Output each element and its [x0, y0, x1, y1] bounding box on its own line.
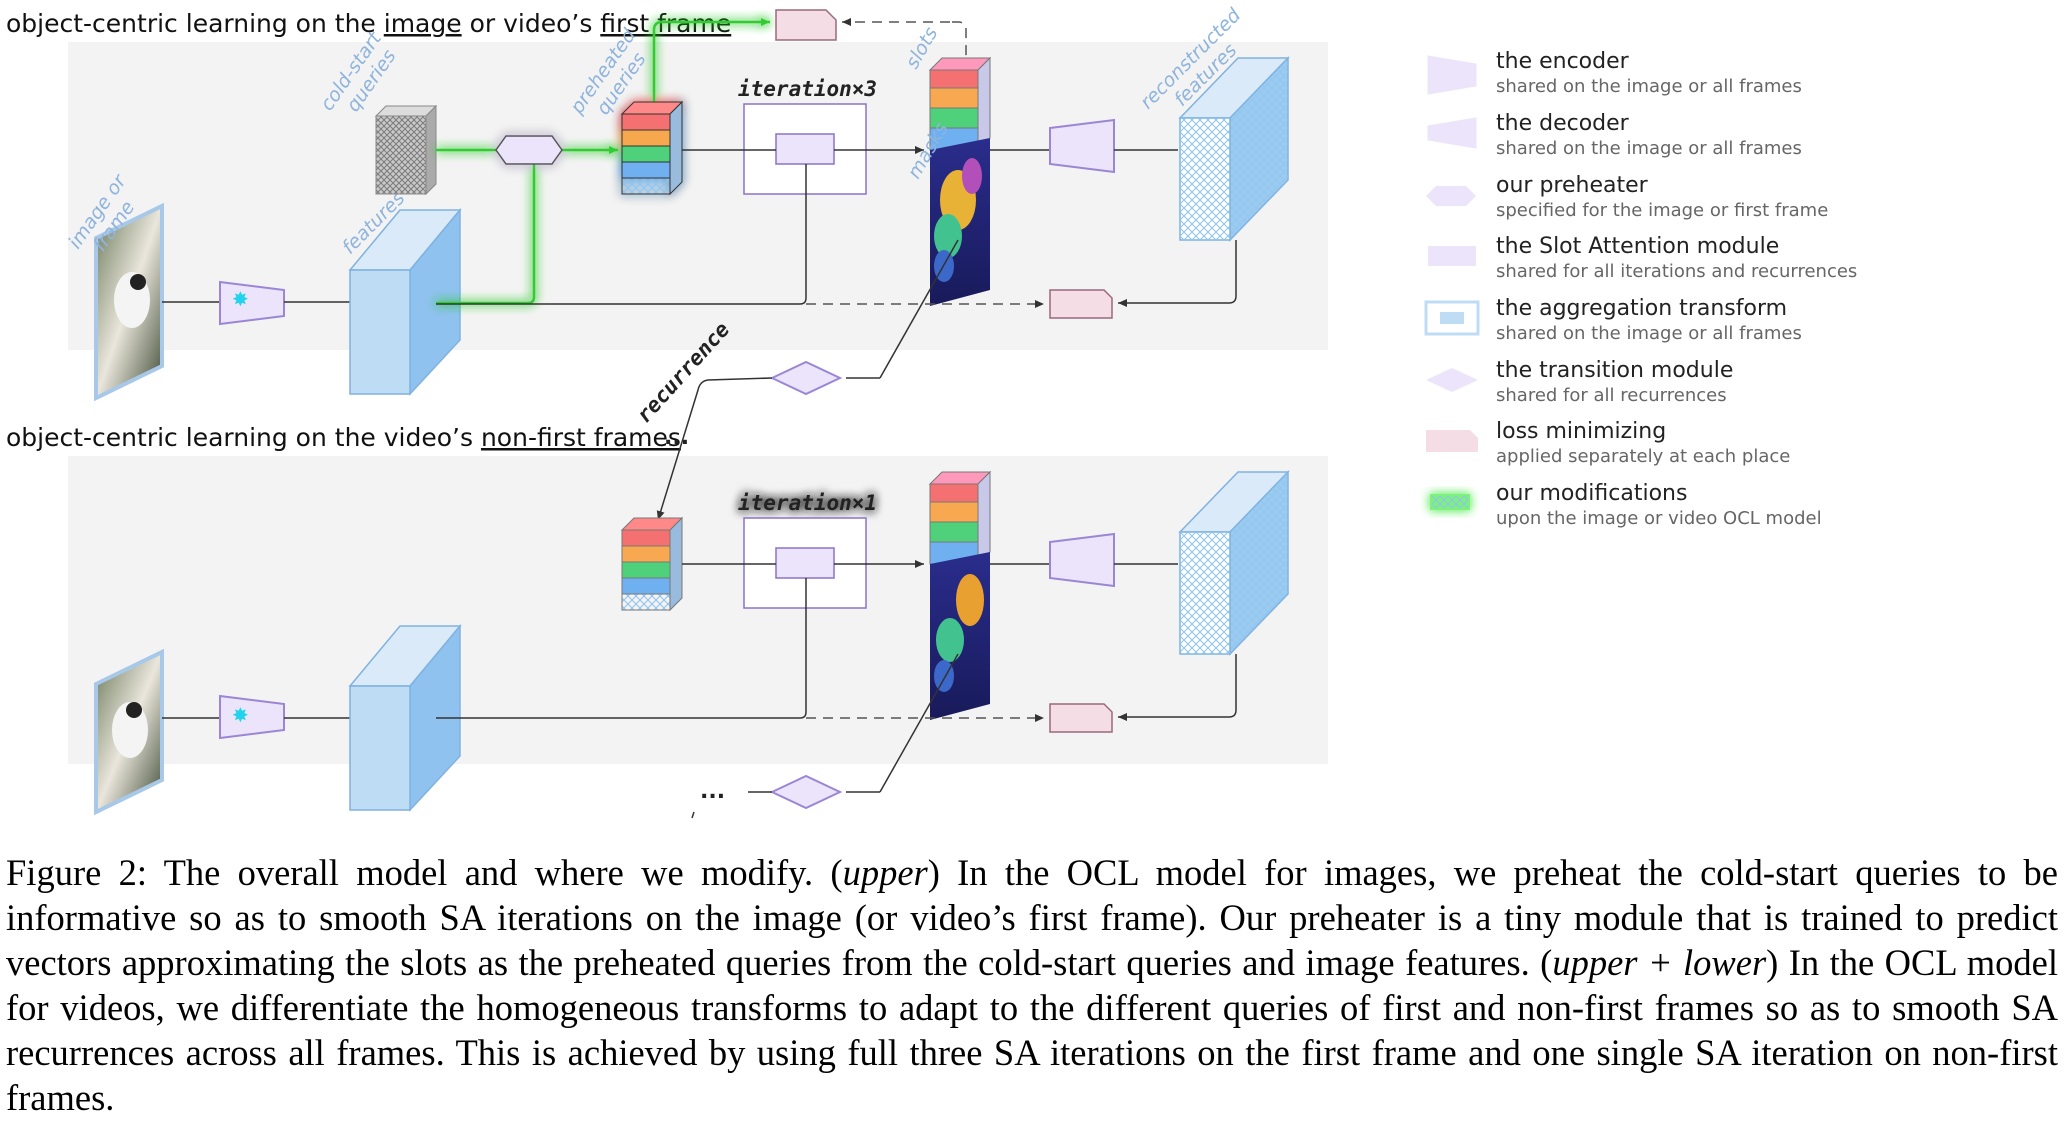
loss-legend-icon	[1426, 430, 1478, 452]
model-figure: object-centric learning on the image or …	[6, 4, 1857, 819]
encoder-upper	[219, 280, 285, 326]
svg-text:the aggregation transform: the aggregation transform	[1496, 296, 1787, 321]
legend: the encoder shared on the image or all f…	[1424, 49, 1857, 529]
svg-text:applied separately at each pla: applied separately at each place	[1496, 446, 1790, 467]
loss-lower	[1049, 703, 1113, 733]
caption-upper-1: upper	[842, 852, 928, 893]
transition-lower	[769, 774, 843, 810]
svg-text:upon the image or video OCL mo: upon the image or video OCL model	[1496, 508, 1822, 529]
preheated-queries	[620, 100, 684, 196]
svg-text:shared for all iterations and: shared for all iterations and recurrence…	[1496, 261, 1857, 282]
svg-text:the decoder: the decoder	[1496, 111, 1630, 136]
transition-upper	[769, 360, 843, 396]
figure-caption: Figure 2: The overall model and where we…	[6, 850, 2058, 1120]
features-block-lower	[348, 623, 462, 812]
input-image-lower	[94, 648, 164, 816]
masks-lower	[930, 552, 990, 720]
svg-text:shared on the image or all fra: shared on the image or all frames	[1496, 76, 1802, 97]
svg-text:the transition module: the transition module	[1496, 358, 1733, 383]
slot-attention-legend-icon	[1428, 246, 1476, 266]
svg-text:✸: ✸	[232, 703, 249, 727]
svg-text:✸: ✸	[232, 287, 249, 311]
slot-attention-lower	[775, 547, 835, 579]
iteration-upper-label: iteration×3	[738, 77, 877, 101]
encoder-legend-icon	[1427, 55, 1477, 95]
svg-text:our preheater: our preheater	[1496, 173, 1649, 198]
ellipsis-lower: ...	[700, 779, 725, 804]
preheater-upper	[495, 135, 563, 165]
decoder-upper	[1049, 118, 1115, 174]
masks-upper	[930, 138, 990, 306]
caption-part-2: ) In the OCL model for videos, we differ…	[6, 942, 2059, 1118]
slot-attention-upper	[775, 133, 835, 165]
svg-text:loss minimizing: loss minimizing	[1496, 419, 1666, 444]
upper-title: object-centric learning on the image or …	[6, 9, 731, 38]
svg-text:the Slot Attention module: the Slot Attention module	[1496, 234, 1779, 259]
reconstructed-features-lower	[1178, 470, 1290, 656]
slots-lower	[928, 470, 992, 566]
svg-text:shared on the image or all fra: shared on the image or all frames	[1496, 323, 1802, 344]
svg-text:shared for all recurrences: shared for all recurrences	[1496, 385, 1727, 406]
svg-text:our modifications: our modifications	[1496, 481, 1687, 506]
ellipsis-upper: ...	[664, 425, 689, 450]
svg-text:shared on the image or all fra: shared on the image or all frames	[1496, 138, 1802, 159]
cold-start-queries	[374, 104, 438, 196]
transition-legend-icon	[1426, 368, 1478, 392]
modification-glow-lines	[436, 18, 770, 305]
input-image-upper	[94, 202, 164, 402]
decoder-legend-icon	[1427, 117, 1477, 149]
svg-text:the encoder: the encoder	[1496, 49, 1630, 74]
iteration-lower-label: iteration×1	[738, 491, 877, 515]
svg-text:specified for the image or fir: specified for the image or first frame	[1496, 200, 1828, 221]
caption-label: Figure 2: The overall model and where we…	[6, 852, 843, 893]
encoder-lower	[219, 694, 285, 740]
features-block-upper	[348, 207, 462, 396]
loss-upper	[1049, 289, 1113, 319]
preheater-legend-icon	[1426, 186, 1476, 206]
reconstructed-features-upper	[1178, 56, 1290, 242]
caption-upper-2: upper + lower	[1552, 942, 1767, 983]
decoder-lower	[1049, 532, 1115, 588]
preheater-loss	[775, 9, 837, 41]
lower-title: object-centric learning on the video’s n…	[6, 423, 681, 452]
caption-part-1: ) In the OCL model for images, we prehea…	[6, 852, 2058, 983]
queries-lower	[620, 516, 684, 612]
